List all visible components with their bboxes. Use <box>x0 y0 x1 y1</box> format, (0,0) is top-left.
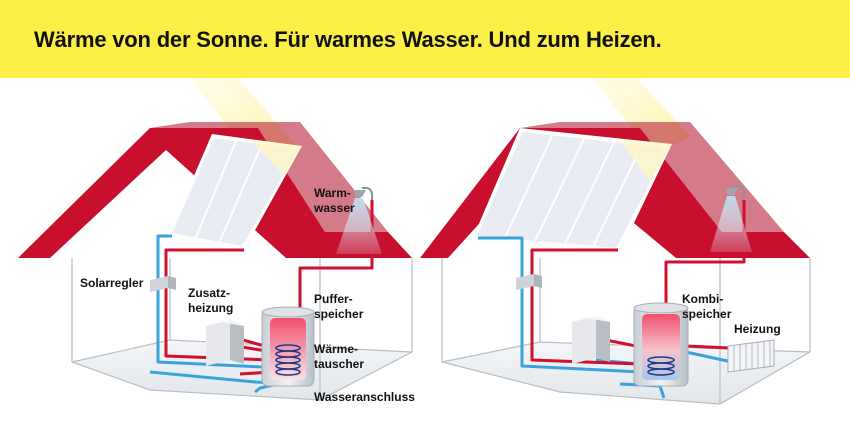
shower-head-icon <box>336 187 382 254</box>
heater-unit-icon <box>572 316 610 364</box>
title-banner <box>0 0 850 78</box>
shower-head-icon <box>710 185 752 252</box>
house-left <box>18 78 413 401</box>
solar-controller-icon <box>150 276 176 292</box>
page-title: Wärme von der Sonne. Für warmes Wasser. … <box>34 27 662 52</box>
label-zusatzheizung: Zusatz- heizung <box>188 286 234 315</box>
label-kombispeicher: Kombi- speicher <box>682 292 732 321</box>
heater-unit-icon <box>206 320 244 366</box>
radiator-icon <box>727 339 775 373</box>
house-walls <box>71 258 413 401</box>
storage-tank-icon <box>261 306 315 387</box>
label-wasseranschluss: Wasseranschluss <box>314 390 415 404</box>
label-pufferspeicher: Puffer- speicher <box>314 292 364 321</box>
solar-controller-icon <box>516 274 542 290</box>
storage-tank-icon <box>633 302 689 387</box>
collector-left <box>168 134 302 250</box>
label-kollektor: Kollektor <box>128 190 181 204</box>
label-warmwasser: Warm- wasser <box>314 186 355 215</box>
label-heizung: Heizung <box>734 322 781 336</box>
label-waermetauscher: Wärme- tauscher <box>314 342 365 371</box>
collector-right <box>472 128 672 252</box>
label-solarregler: Solarregler <box>80 276 144 290</box>
house-right <box>420 78 811 405</box>
